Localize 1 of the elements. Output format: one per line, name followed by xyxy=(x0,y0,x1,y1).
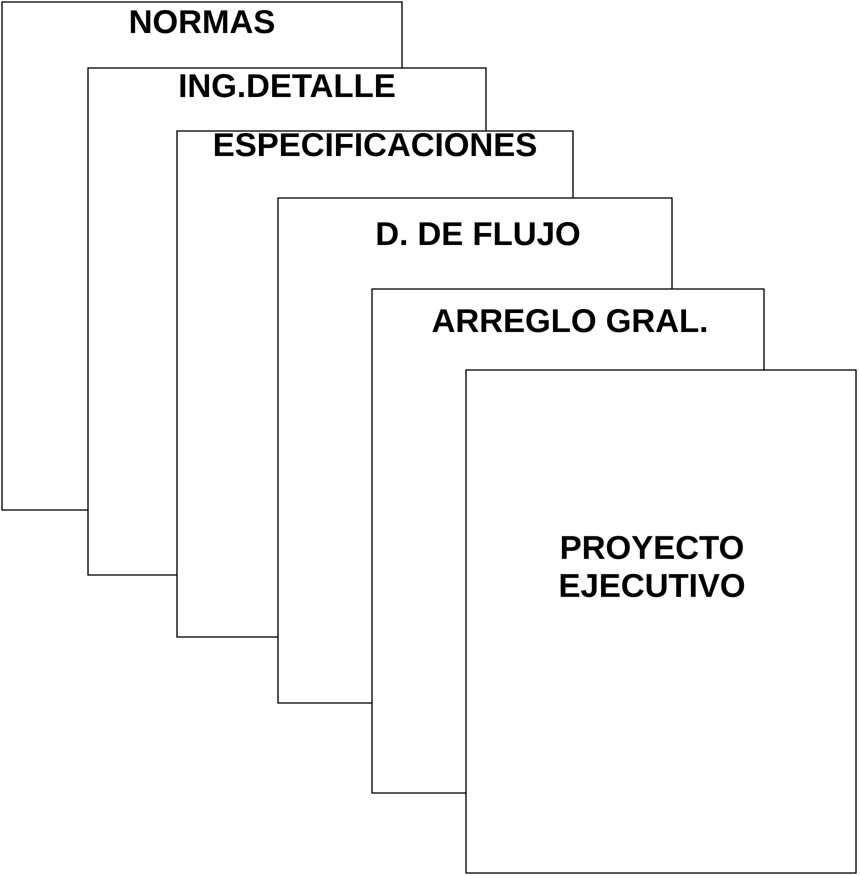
page-sheet: PROYECTO EJECUTIVO xyxy=(465,369,857,874)
